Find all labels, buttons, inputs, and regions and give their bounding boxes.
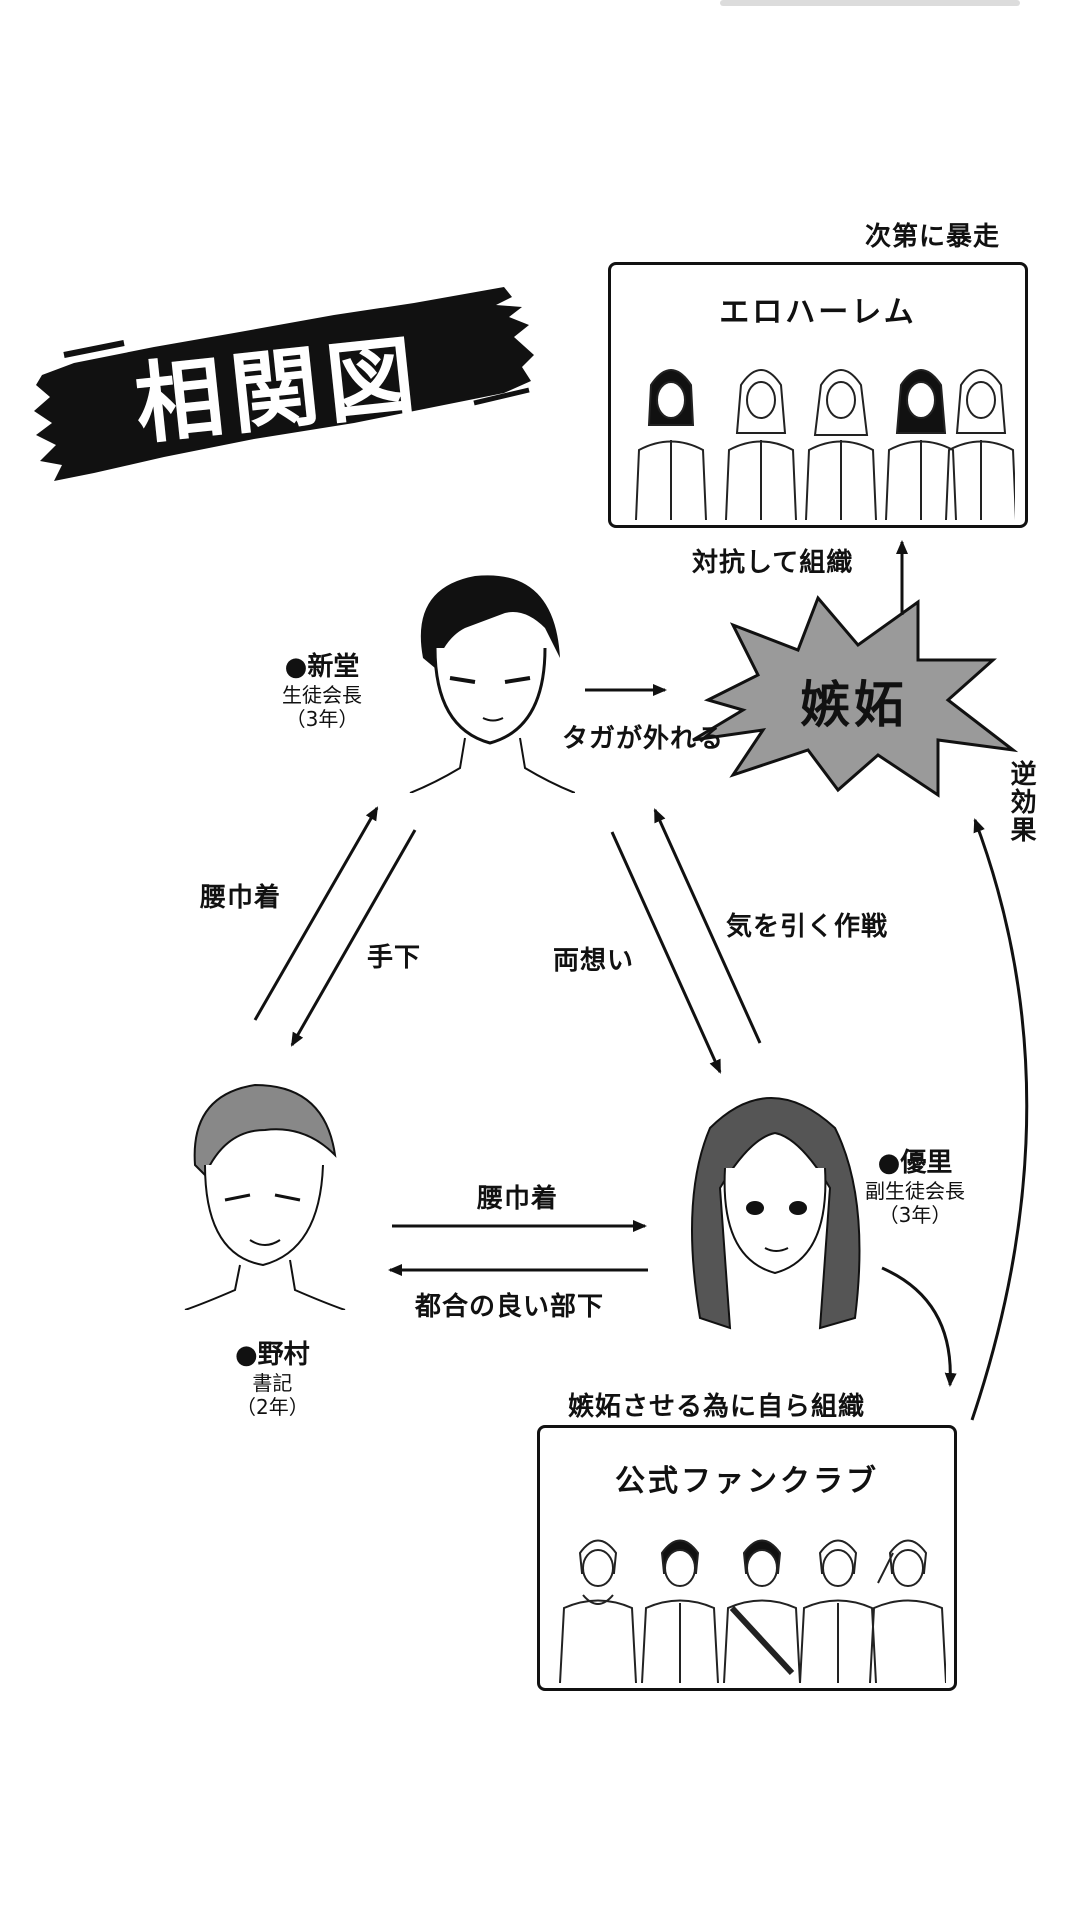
arrow-yuri-to-shindo: [653, 808, 762, 1044]
shindo-year: （3年）: [285, 707, 359, 732]
yuri-name: ●優里: [877, 1148, 953, 1178]
shindo-nametag: ●新堂 生徒会長 （3年）: [282, 652, 362, 731]
nomura-role: 書記: [252, 1371, 293, 1396]
label-nomura-to-shindo: 腰巾着: [200, 883, 282, 913]
top-scroll-indicator: [720, 0, 1020, 6]
fanclub-boys-illustration: [559, 1539, 946, 1683]
yuri-portrait: [691, 1097, 861, 1330]
arrow-nomura-to-shindo: [253, 806, 379, 1021]
yuri-year: （3年）: [878, 1203, 952, 1228]
label-yuri-to-shindo: 気を引く作戦: [726, 912, 889, 942]
yuri-nametag: ●優里 副生徒会長 （3年）: [865, 1148, 965, 1227]
harem-title: エロハーレム: [719, 295, 917, 330]
fanclub-box: 公式ファンクラブ: [537, 1425, 957, 1691]
nomura-year: （2年）: [235, 1395, 309, 1420]
nomura-portrait: [184, 1083, 346, 1310]
harem-caption: 次第に暴走: [865, 222, 1001, 252]
arrow-yuri-to-fanclub: [881, 1266, 957, 1387]
label-shindo-to-jealousy: タガが外れる: [562, 724, 725, 754]
nomura-name: ●野村: [235, 1340, 310, 1370]
fanclub-title: 公式ファンクラブ: [615, 1464, 879, 1499]
nomura-nametag: ●野村 書記 （2年）: [235, 1340, 310, 1419]
fanclub-caption: 嫉妬させる為に自ら組織: [568, 1392, 866, 1422]
jealousy-label: 嫉妬: [800, 676, 908, 734]
arrow-shindo-to-nomura: [290, 829, 417, 1047]
shindo-portrait: [409, 575, 575, 793]
harem-box: エロハーレム: [608, 262, 1028, 528]
label-mutual-love: 両想い: [553, 946, 635, 976]
shindo-role: 生徒会長: [282, 683, 362, 708]
label-nomura-to-yuri: 腰巾着: [477, 1184, 559, 1214]
shindo-name: ●新堂: [284, 652, 360, 682]
jealousy-starburst: [692, 595, 1018, 798]
arrow-fanclub-to-jealousy: [970, 818, 1029, 1421]
label-jealousy-to-harem: 対抗して組織: [692, 548, 854, 578]
yuri-role: 副生徒会長: [865, 1179, 965, 1204]
label-shindo-to-nomura: 手下: [367, 943, 422, 973]
girl-figure: [635, 369, 707, 520]
label-fanclub-to-jealousy: 逆効果: [1006, 760, 1036, 844]
label-yuri-to-nomura: 都合の良い部下: [415, 1292, 605, 1322]
title-brush-band: [34, 287, 534, 481]
arrow-shindo-to-yuri: [610, 831, 722, 1074]
harem-girls-illustration: [635, 369, 1015, 520]
